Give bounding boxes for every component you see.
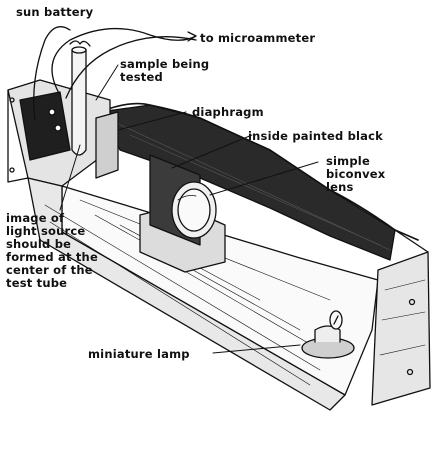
label-diaphragm: diaphragm	[192, 105, 264, 119]
label-sun-battery: sun battery	[16, 5, 94, 19]
leader-lines	[59, 64, 319, 354]
wire-arrow	[187, 31, 197, 42]
label-miniature-lamp: miniature lamp	[88, 347, 190, 361]
label-simple-biconvex-lens: simple biconvex lens	[326, 154, 386, 194]
test-tube	[69, 40, 91, 156]
wires	[33, 26, 197, 121]
label-to-microammeter: to microammeter	[200, 31, 316, 45]
left-end-block	[7, 79, 111, 187]
label-inside-painted-black: inside painted black	[248, 129, 384, 143]
lamp	[301, 310, 355, 359]
label-image-note: image of light source should be formed a…	[6, 211, 98, 290]
lens-assembly	[139, 154, 226, 273]
diaphragm-plate	[95, 111, 119, 179]
right-end-block	[371, 229, 431, 406]
label-sample-being-tested: sample being tested	[120, 57, 210, 84]
